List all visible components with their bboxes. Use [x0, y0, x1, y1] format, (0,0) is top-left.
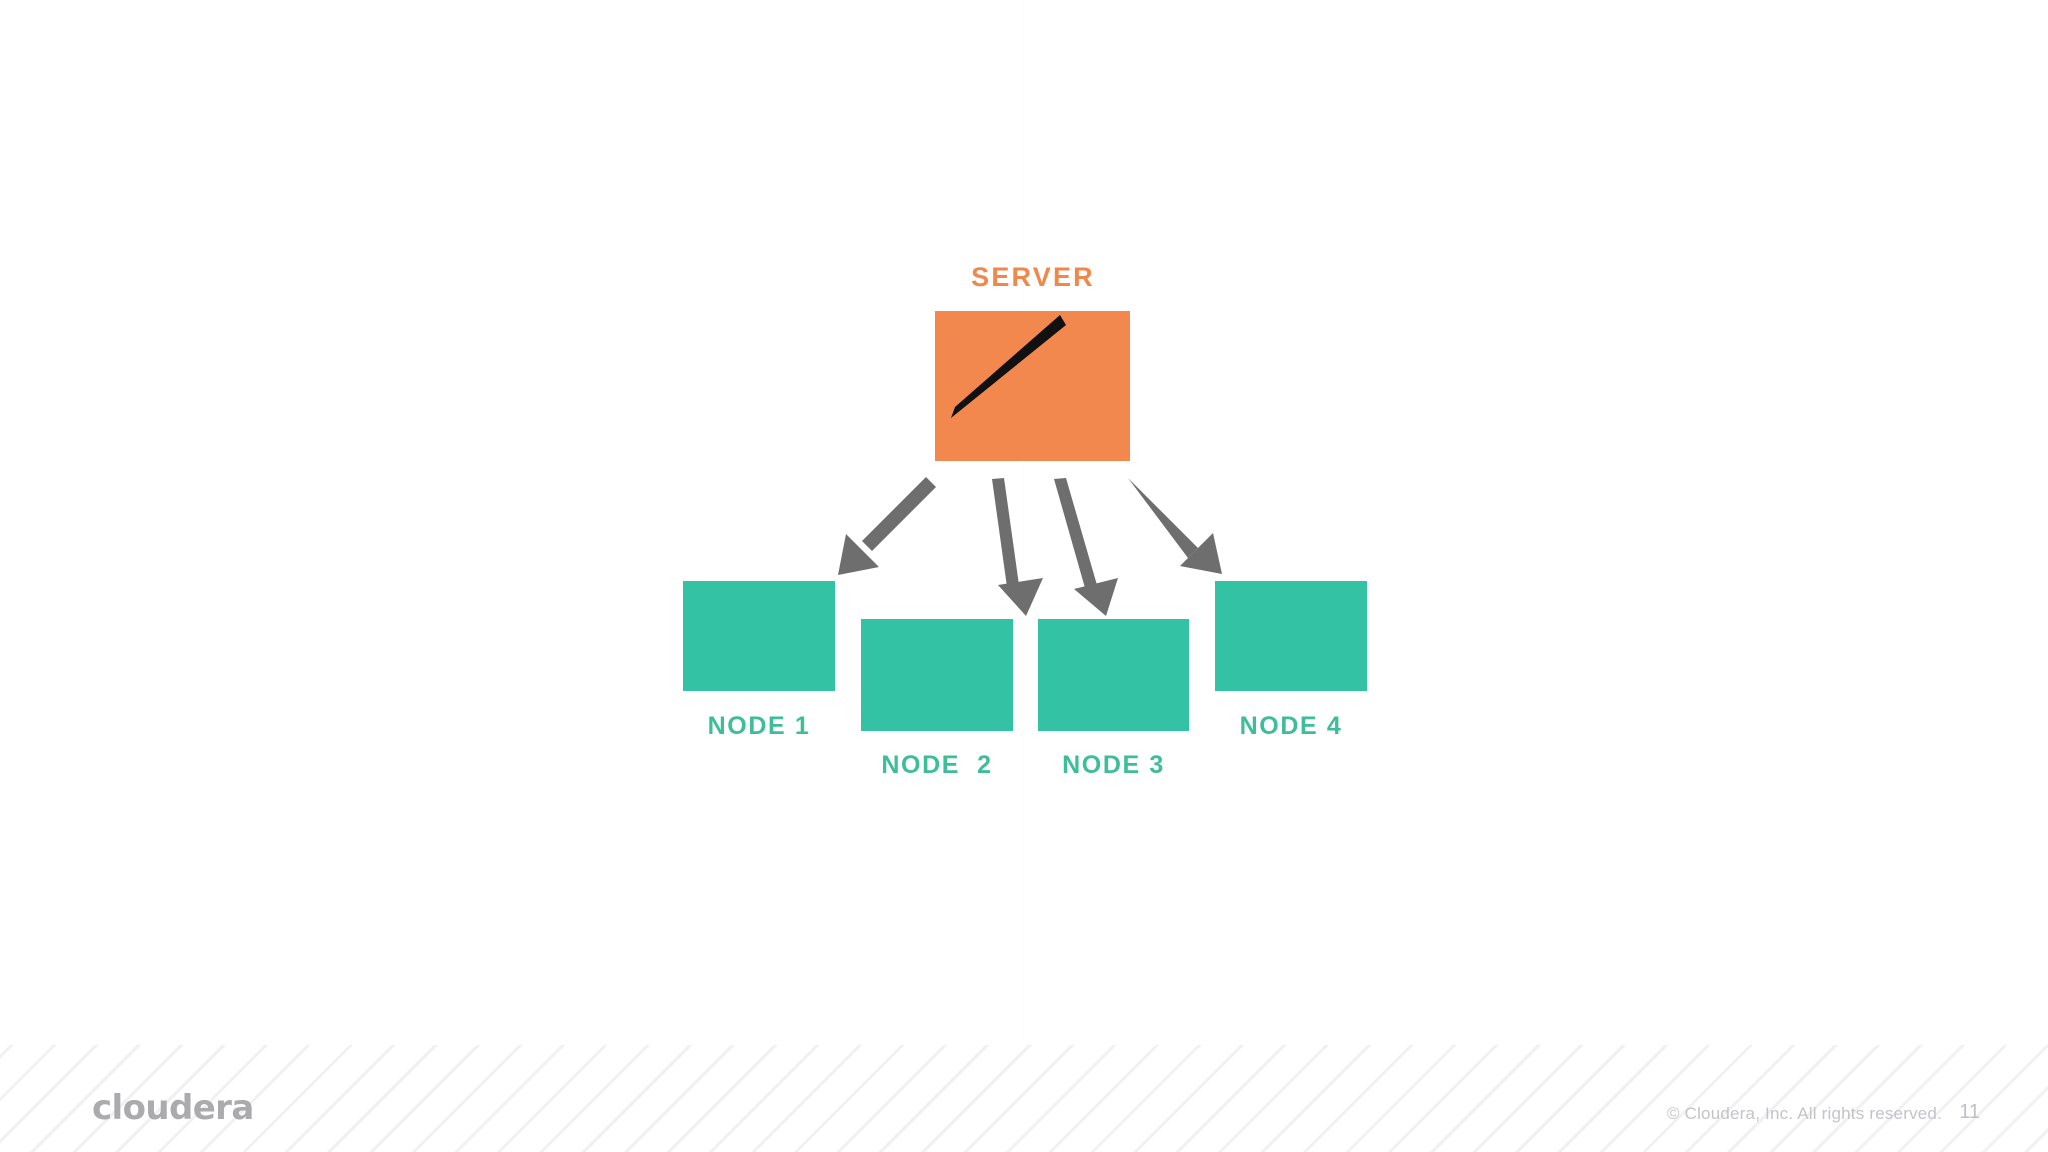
server-box[interactable] — [935, 311, 1130, 461]
arrow-to-node-1 — [838, 477, 936, 575]
node-label-4: NODE 4 — [1239, 712, 1343, 740]
node-label-1: NODE 1 — [707, 712, 811, 740]
page-number: 11 — [1959, 1101, 1980, 1123]
copyright-text: © Cloudera, Inc. All rights reserved. — [1666, 1104, 1942, 1123]
node-box-1[interactable] — [683, 581, 835, 691]
node-box-2[interactable] — [861, 619, 1013, 731]
node-label-2: NODE 2 — [881, 751, 993, 779]
cluster-diagram: SERVER NODE 1 NODE 2 NODE 3 NODE 4 — [683, 262, 1367, 779]
arrow-to-node-3 — [1054, 478, 1118, 616]
server-slash-icon — [951, 315, 1066, 418]
node-box-3[interactable] — [1038, 619, 1189, 731]
cloudera-logo: cloudera — [92, 1088, 254, 1128]
arrow-to-node-4 — [1128, 478, 1222, 574]
footer-band — [0, 1045, 2048, 1152]
node-label-3: NODE 3 — [1062, 751, 1165, 779]
server-label: SERVER — [971, 262, 1095, 292]
arrow-layer — [838, 477, 1222, 616]
node-box-4[interactable] — [1215, 581, 1367, 691]
arrow-to-node-2 — [992, 478, 1043, 616]
